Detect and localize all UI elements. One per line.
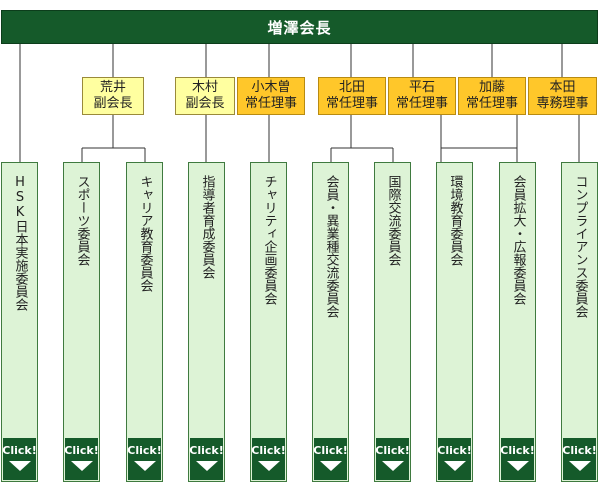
officer-name: 小木曽 (251, 80, 291, 95)
committee-sports[interactable]: スポーツ委員会 Click! (63, 162, 100, 482)
officer-honda: 本田 専務理事 (528, 77, 597, 115)
officer-name: 北田 (338, 80, 365, 95)
click-label: Click! (437, 444, 472, 457)
click-label: Click! (189, 444, 224, 457)
triangle-down-icon (195, 461, 218, 471)
triangle-down-icon (133, 461, 156, 471)
committee-charity[interactable]: チャリティ企画委員会 Click! (250, 162, 287, 482)
committee-hsk[interactable]: HSK日本実施委員会 Click! (1, 162, 38, 482)
committee-label: 会員拡大・広報委員会 (510, 175, 526, 305)
officer-kitada: 北田 常任理事 (318, 77, 386, 115)
officer-kato: 加藤 常任理事 (458, 77, 526, 115)
committee-label: HSK日本実施委員会 (12, 175, 28, 311)
committee-leader[interactable]: 指導者育成委員会 Click! (188, 162, 225, 482)
click-button[interactable]: Click! (500, 438, 535, 480)
committee-label: コンプライアンス委員会 (572, 175, 588, 318)
click-label: Click! (500, 444, 535, 457)
officer-name: 本田 (549, 80, 576, 95)
committee-career[interactable]: キャリア教育委員会 Click! (126, 162, 163, 482)
click-label: Click! (251, 444, 286, 457)
officer-name: 荒井 (99, 80, 126, 95)
committee-label: 環境教育委員会 (447, 175, 463, 266)
officer-title: 副会長 (185, 96, 225, 111)
officer-kimura: 木村 副会長 (175, 77, 235, 115)
committee-label: 会員・異業種交流委員会 (323, 175, 339, 318)
officer-title: 専務理事 (536, 96, 589, 111)
committee-exchange[interactable]: 会員・異業種交流委員会 Click! (312, 162, 349, 482)
officer-arai: 荒井 副会長 (82, 77, 144, 115)
officer-ogiso: 小木曽 常任理事 (237, 77, 305, 115)
click-button[interactable]: Click! (64, 438, 99, 480)
committee-label: 国際交流委員会 (385, 175, 401, 266)
triangle-down-icon (443, 461, 466, 471)
officer-title: 副会長 (93, 96, 133, 111)
click-label: Click! (127, 444, 162, 457)
click-label: Click! (562, 444, 597, 457)
chairman-box: 増澤会長 (1, 10, 598, 44)
officer-title: 常任理事 (244, 96, 297, 111)
officer-hiraishi: 平石 常任理事 (388, 77, 456, 115)
committee-label: キャリア教育委員会 (137, 175, 153, 292)
triangle-down-icon (506, 461, 529, 471)
triangle-down-icon (70, 461, 93, 471)
click-label: Click! (64, 444, 99, 457)
click-button[interactable]: Click! (375, 438, 410, 480)
triangle-down-icon (319, 461, 342, 471)
click-button[interactable]: Click! (251, 438, 286, 480)
officer-title: 常任理事 (325, 96, 378, 111)
chairman-label: 増澤会長 (267, 18, 332, 37)
click-button[interactable]: Click! (562, 438, 597, 480)
click-button[interactable]: Click! (2, 438, 37, 480)
committee-intl[interactable]: 国際交流委員会 Click! (374, 162, 411, 482)
officer-name: 加藤 (478, 80, 505, 95)
click-button[interactable]: Click! (313, 438, 348, 480)
officer-name: 木村 (191, 80, 218, 95)
committee-env[interactable]: 環境教育委員会 Click! (436, 162, 473, 482)
click-button[interactable]: Click! (127, 438, 162, 480)
click-label: Click! (375, 444, 410, 457)
committee-label: チャリティ企画委員会 (261, 175, 277, 305)
triangle-down-icon (568, 461, 591, 471)
committee-label: スポーツ委員会 (74, 175, 90, 266)
committee-label: 指導者育成委員会 (199, 175, 215, 279)
officer-title: 常任理事 (395, 96, 448, 111)
triangle-down-icon (381, 461, 404, 471)
officer-title: 常任理事 (465, 96, 518, 111)
committee-compliance[interactable]: コンプライアンス委員会 Click! (561, 162, 598, 482)
committee-expand[interactable]: 会員拡大・広報委員会 Click! (499, 162, 536, 482)
click-label: Click! (2, 444, 37, 457)
click-label: Click! (313, 444, 348, 457)
triangle-down-icon (8, 461, 31, 471)
triangle-down-icon (257, 461, 280, 471)
officer-name: 平石 (408, 80, 435, 95)
click-button[interactable]: Click! (189, 438, 224, 480)
click-button[interactable]: Click! (437, 438, 472, 480)
